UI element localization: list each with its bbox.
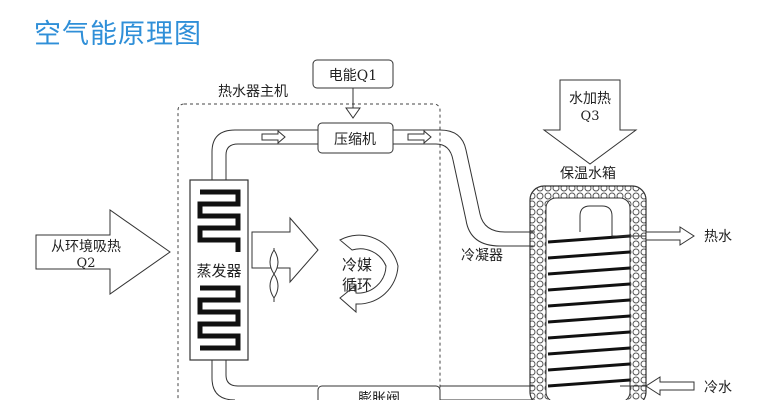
fan-icon — [269, 248, 279, 302]
tank-label: 保温水箱 — [560, 166, 616, 182]
hot-water-outlet — [612, 226, 695, 246]
air-out-arrow — [251, 216, 319, 284]
unit-boundary — [177, 103, 441, 400]
hot-water-inner-pipe — [579, 205, 613, 236]
compressor-label: 压缩机 — [334, 132, 376, 148]
power-label: 电能Q1 — [329, 68, 377, 84]
evaporator-coil — [197, 189, 241, 351]
flow-arrow-top — [261, 129, 432, 145]
ambient-label-1: 从环境吸热 — [51, 239, 121, 255]
water-heat-label-2: Q3 — [581, 109, 600, 124]
cold-water-inlet — [620, 376, 695, 396]
unit-label: 热水器主机 — [218, 84, 288, 100]
evaporator-label: 蒸发器 — [196, 262, 241, 280]
water-heat-arrow — [542, 79, 638, 165]
condenser-label: 冷凝器 — [461, 248, 503, 264]
condenser-coil — [547, 234, 631, 388]
ambient-label-2: Q2 — [77, 256, 96, 271]
valve-box — [317, 385, 441, 400]
compressor-box — [317, 122, 394, 154]
cycle-arrow — [339, 234, 399, 314]
cycle-label-2: 循环 — [342, 276, 372, 294]
water-heat-label-1: 水加热 — [569, 91, 611, 107]
power-arrow — [345, 88, 361, 119]
ambient-arrow — [35, 209, 171, 295]
cycle-label-1: 冷媒 — [342, 256, 372, 274]
page-title: 空气能原理图 — [34, 19, 202, 50]
cold-water-label: 冷水 — [704, 380, 732, 396]
hot-water-label: 热水 — [704, 229, 732, 245]
valve-label: 膨胀阀 — [358, 390, 400, 400]
